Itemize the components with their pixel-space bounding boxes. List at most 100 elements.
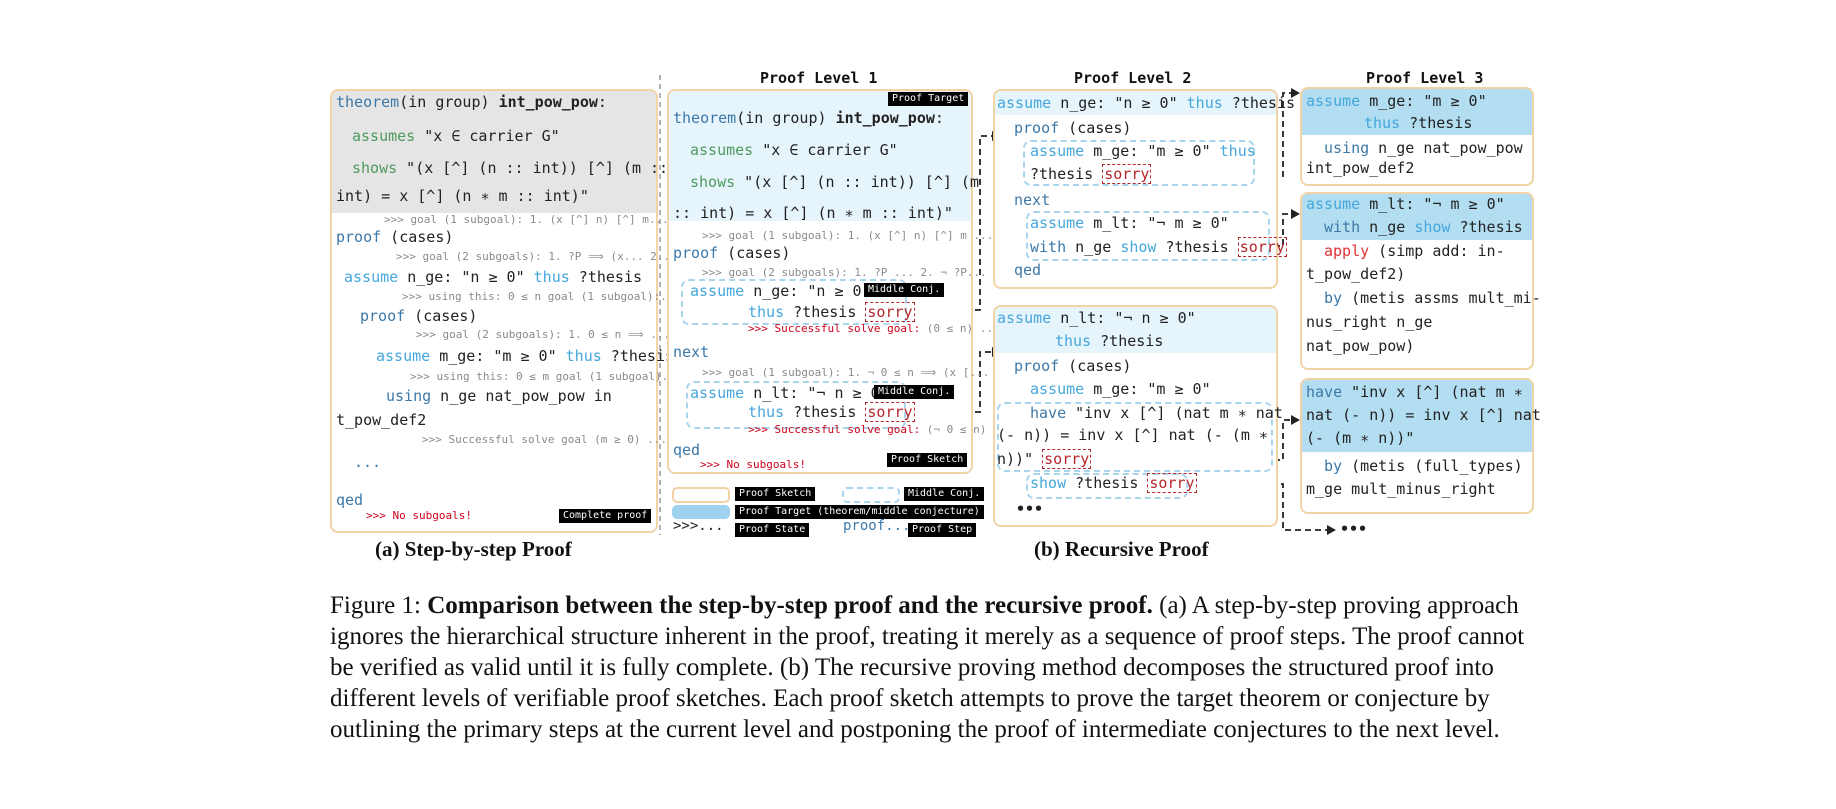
code-line: with n_ge show ?thesis sorry [1030, 237, 1287, 257]
caption-bold: Comparison between the step-by-step proo… [427, 592, 1153, 619]
tag-middle-conj: Middle Conj. [864, 283, 945, 297]
code-line: have "inv x [^] (nat m ∗ [1306, 383, 1523, 401]
code-line: next [1014, 191, 1051, 209]
proof-state: >>> goal (2 subgoals): 1. 0 ≤ n ⟹ ... [416, 328, 671, 341]
proof-state-success: >>> Successful solve goal: (0 ≤ n) ... [748, 322, 1000, 335]
legend-conj-swatch [842, 487, 900, 503]
continuation-dots: ••• [1340, 520, 1368, 538]
middle-conj-box [1023, 140, 1255, 186]
level3-target-shade [1302, 89, 1532, 135]
code-line: assume n_ge: "n ≥ 0" thus ?thesis [997, 94, 1296, 112]
proof-state-success: >>> No subgoals! [700, 458, 806, 471]
level3-target-shade [1302, 194, 1532, 240]
code-line: int_pow_def2 [1306, 159, 1415, 177]
code-line: t_pow_def2 [336, 411, 427, 429]
level2-target-shade [995, 91, 1276, 115]
header-level-3: Proof Level 3 [1366, 69, 1484, 87]
proof-state-success: >>> Successful solve goal: (¬ 0 ≤ n) ... [748, 423, 1013, 436]
tag-proof-target: Proof Target [888, 92, 969, 106]
middle-conj-box [1026, 211, 1270, 261]
middle-conj-box [686, 381, 906, 429]
code-line: thus ?thesis [1055, 332, 1164, 350]
code-ellipsis: ••• [1016, 500, 1044, 518]
code-line: assume n_lt: "¬ n ≥ 0" [690, 384, 889, 402]
code-line: int) = x [^] (n ∗ m :: int)" [336, 187, 589, 205]
level2-target-shade [995, 307, 1276, 353]
legend-sketch-label: Proof Sketch [735, 487, 816, 501]
code-line: t_pow_def2) [1306, 265, 1406, 283]
code-line: assume m_ge: "m ≥ 0" thus [1030, 142, 1256, 160]
code-line: qed [673, 441, 701, 459]
theorem-target-shade [332, 91, 656, 213]
code-line: theorem(in group) int_pow_pow: [336, 93, 607, 111]
arrow-conj-have [1064, 419, 1291, 461]
code-line: apply (simp add: in- [1324, 242, 1505, 260]
code-line: (- (m ∗ n))" [1306, 429, 1415, 447]
code-line: assume m_lt: "¬ m ≥ 0" [1306, 195, 1505, 213]
code-line: shows "(x [^] (n :: int)) [^] (m [690, 173, 979, 191]
tag-proof-sketch: Proof Sketch [887, 453, 968, 467]
arrow-head [1327, 525, 1336, 535]
proof-state: >>> goal (1 subgoal): 1. ¬ 0 ≤ n ⟹ (x [.… [702, 366, 990, 379]
code-line: qed [336, 491, 364, 509]
subcaption-b: (b) Recursive Proof [1034, 537, 1209, 561]
code-line: proof (cases) [1014, 119, 1132, 137]
proof-state-success: >>> No subgoals! [366, 509, 472, 522]
code-line: assume n_ge: "n ≥ 0" [690, 282, 871, 300]
legend-target-label: Proof Target (theorem/middle conjecture) [735, 505, 984, 519]
code-line: nat (- n)) = inv x [^] nat [1306, 406, 1541, 424]
level1-target-shade [669, 91, 971, 221]
code-line: proof (cases) [673, 244, 791, 262]
code-line: assumes "x ∈ carrier G" [690, 141, 898, 159]
code-line: by (metis (full_types) [1324, 457, 1523, 475]
code-line: show ?thesis sorry [1030, 473, 1197, 493]
code-line: (- n)) = inv x [^] nat (- (m ∗ [997, 426, 1268, 444]
tag-middle-conj: Middle Conj. [874, 385, 955, 399]
proof-state: >>> goal (2 subgoals): 1. ?P ⟹ (x... 2..… [396, 250, 677, 263]
code-line: with n_ge show ?thesis [1324, 218, 1523, 236]
code-line: m_ge mult_minus_right [1306, 480, 1496, 498]
arrow-conj-n-lt [905, 351, 992, 413]
level3-target-shade [1302, 380, 1532, 452]
level3-proof-sketch-have [1300, 378, 1534, 514]
code-line: assume n_ge: "n ≥ 0" thus ?thesis [344, 268, 643, 286]
code-line: qed [1014, 261, 1042, 279]
proof-state: >>> goal (1 subgoal): 1. (x [^] n) [^] m… [384, 213, 669, 226]
level3-proof-sketch-m-ge [1300, 87, 1534, 186]
arrow-head [1291, 415, 1300, 425]
code-line: assumes "x ∈ carrier G" [352, 127, 560, 145]
legend-conj-label: Middle Conj. [904, 487, 985, 501]
arrow-head [1291, 88, 1300, 98]
level1-proof-sketch [667, 89, 973, 474]
code-ellipsis: ... [354, 453, 382, 471]
code-line: proof (cases) [1014, 357, 1132, 375]
caption-prefix: Figure 1: [330, 592, 428, 619]
arrow-head [1291, 209, 1300, 219]
code-line: thus ?thesis sorry [748, 402, 915, 422]
arrow-conj-n-ge [905, 135, 992, 311]
legend-step-glyph: proof... [843, 518, 911, 534]
code-line: shows "(x [^] (n :: int)) [^] (m :: [352, 159, 669, 177]
proof-state: >>> goal (1 subgoal): 1. (x [^] n) [^] m… [702, 229, 994, 242]
code-line: nus_right n_ge [1306, 313, 1433, 331]
middle-conj-box [1026, 473, 1188, 499]
tag-complete-proof: Complete proof [559, 509, 652, 523]
proof-state: >>> goal (2 subgoals): 1. ?P ... 2. ¬ ?P… [702, 266, 987, 279]
step-by-step-proof-panel [330, 89, 658, 533]
middle-conj-box [681, 279, 907, 325]
legend-sketch-swatch [672, 487, 730, 503]
proof-state: >>> Successful solve goal (m ≥ 0) ... [422, 433, 668, 446]
legend-state-label: Proof State [735, 523, 810, 537]
code-line: theorem(in group) int_pow_pow: [673, 109, 944, 127]
code-line: assume m_ge: "m ≥ 0" thus ?thesis [376, 347, 675, 365]
code-line: assume m_ge: "m ≥ 0" [1030, 380, 1211, 398]
legend-state-glyph: >>>... [673, 518, 724, 534]
code-line: next [673, 343, 710, 361]
middle-conj-box [997, 402, 1273, 472]
code-line: have "inv x [^] (nat m ∗ nat [1030, 404, 1283, 422]
code-line: using n_ge nat_pow_pow in [386, 387, 612, 405]
code-line: assume m_lt: "¬ m ≥ 0" [1030, 214, 1229, 232]
subcaption-a: (a) Step-by-step Proof [375, 537, 572, 561]
code-line: ?thesis sorry [1030, 164, 1152, 184]
code-line: proof (cases) [336, 228, 454, 246]
